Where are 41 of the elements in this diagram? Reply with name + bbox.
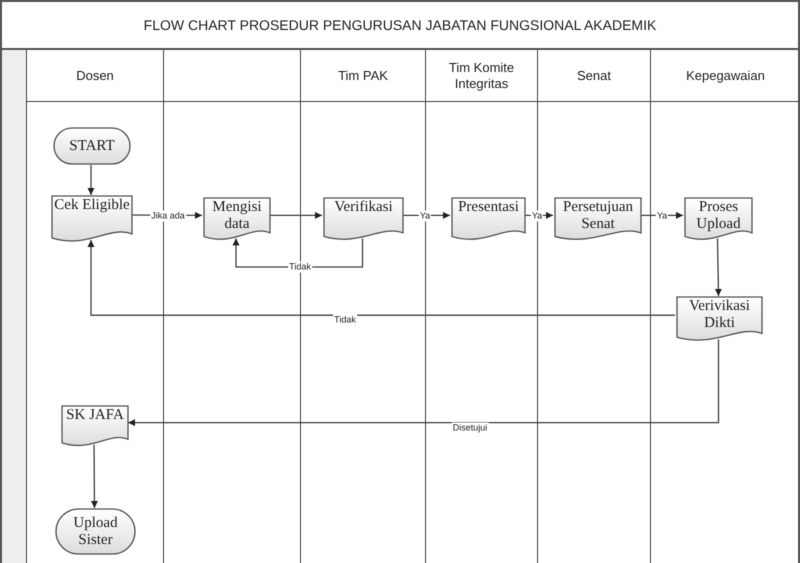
lane-header: Senat — [577, 68, 611, 84]
arrow — [714, 238, 722, 296]
arrow — [128, 339, 720, 426]
lane-header: Tim Komite Integritas — [448, 60, 516, 92]
document-shape — [61, 405, 129, 449]
document-shape — [451, 197, 526, 243]
step-label: Upload Sister — [72, 514, 119, 548]
arrow — [88, 240, 675, 316]
document-shape — [203, 197, 271, 243]
edge-label: Tidak — [288, 262, 312, 272]
lane-header: Dosen — [76, 68, 114, 84]
edge-label: Ya — [656, 210, 668, 222]
step-label: Verivikasi Dikti — [688, 298, 751, 332]
edge-label: Tidak — [333, 314, 357, 326]
step-label: SK JAFA — [66, 407, 124, 424]
step-label: Mengisi data — [211, 199, 263, 233]
document-shape — [684, 197, 753, 243]
title: FLOW CHART PROSEDUR PENGURUSAN JABATAN FUNGSIONAL AKADEMIK — [144, 16, 656, 34]
document-shape — [323, 197, 404, 243]
lane-header: Tim PAK — [338, 68, 388, 84]
edge-label: Ya — [418, 210, 432, 222]
arrow — [641, 212, 683, 219]
arrow — [88, 165, 94, 195]
lane-header: Kepegawaian — [686, 68, 765, 84]
step-label: START — [69, 138, 115, 154]
edge-label: Ya — [530, 210, 544, 222]
step-label: Presentasi — [458, 199, 519, 216]
terminator-shape — [53, 127, 131, 165]
arrow — [270, 212, 322, 219]
document-shape — [554, 197, 642, 243]
arrow — [403, 212, 450, 219]
edge-label: Disetujui — [452, 422, 488, 434]
step-label: Persetujuan Senat — [562, 199, 634, 233]
swimlane — [650, 50, 800, 563]
step-label: Proses Upload — [695, 199, 742, 233]
terminator-shape — [55, 508, 136, 555]
step-label: Verifikasi — [334, 199, 393, 216]
edge-label: Jika ada — [150, 210, 186, 222]
arrow — [232, 238, 364, 268]
step-label: Cek Eligible — [54, 197, 130, 214]
arrow — [90, 444, 98, 508]
